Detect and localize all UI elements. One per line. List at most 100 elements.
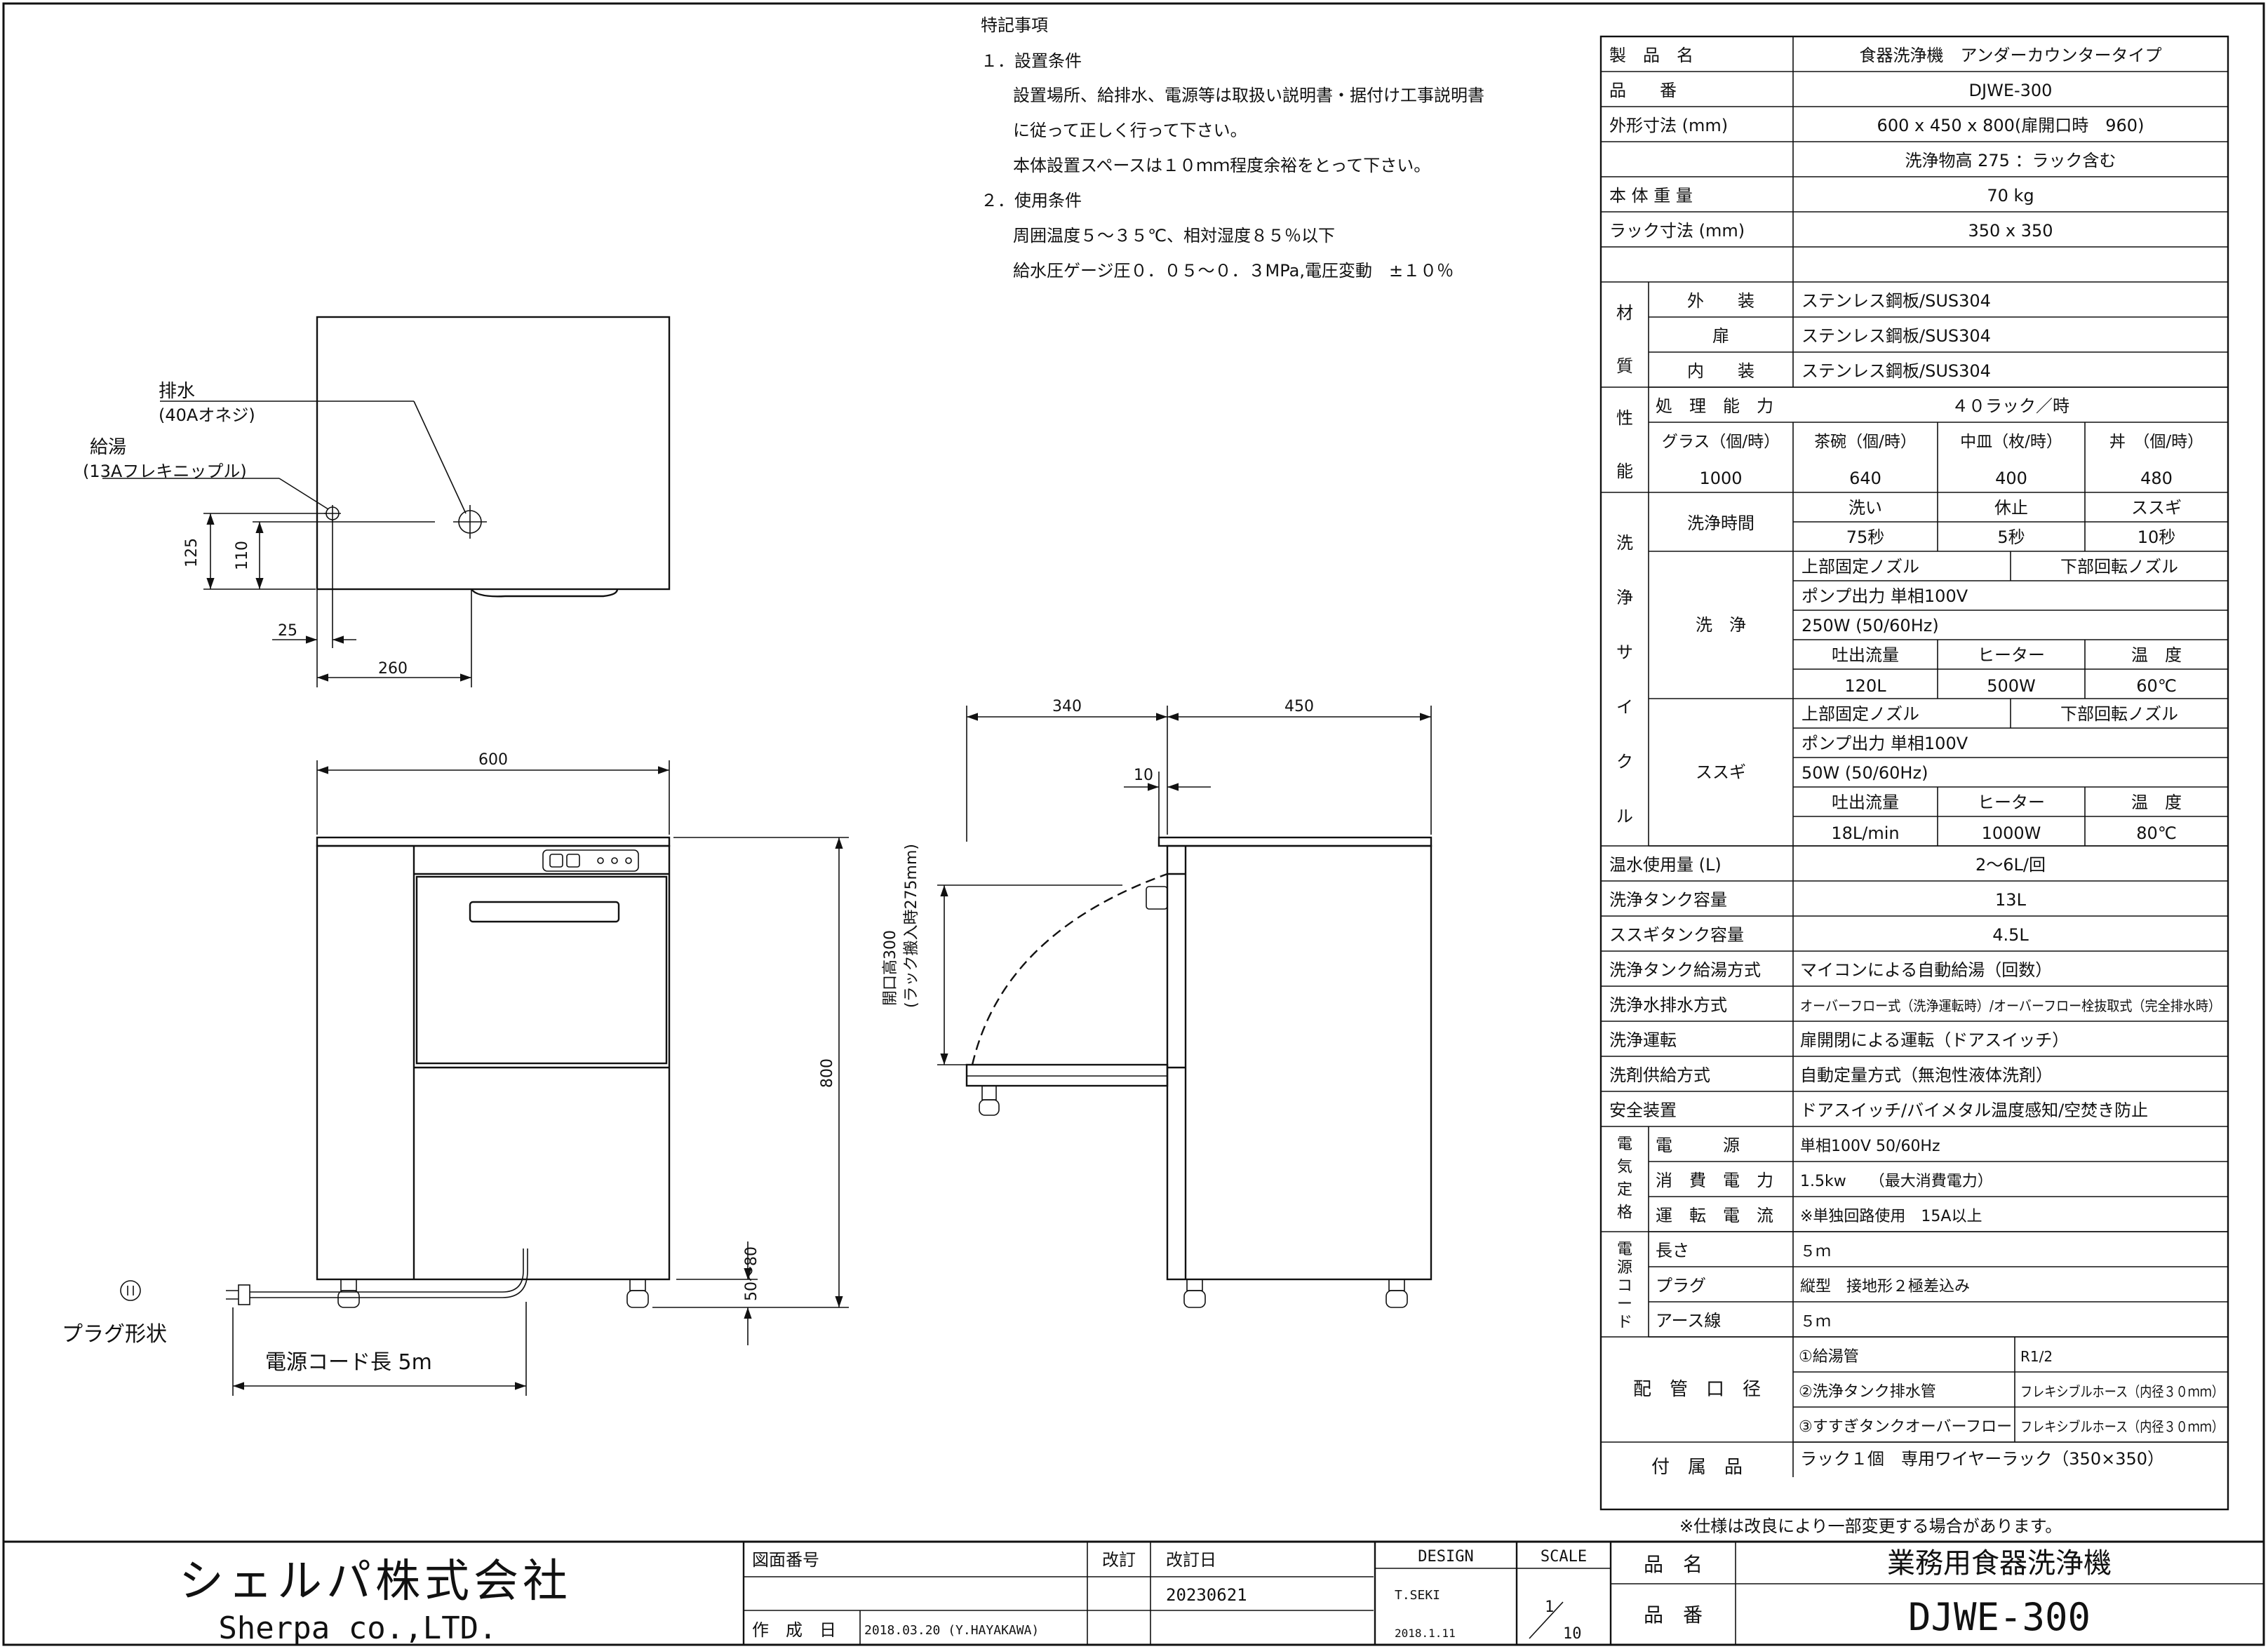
spec-value: ５ｍ: [1800, 1243, 1831, 1260]
group-label: 電: [1617, 1136, 1632, 1153]
cycle-value: 1000W: [1982, 823, 2041, 843]
notes-line: 本体設置スペースは１０ｍｍ程度余裕をとって下さい。: [1013, 156, 1430, 175]
cycle-time-label: 洗浄時間: [1687, 513, 1754, 533]
material-value: ステンレス鋼板/SUS304: [1801, 326, 1991, 346]
piping-name: ①給湯管: [1799, 1348, 1859, 1366]
supply-label: 給湯: [90, 437, 126, 458]
cycle-time-value: 10秒: [2138, 527, 2176, 547]
cycle-value: 18L/min: [1831, 823, 1899, 843]
cycle-block-label: 洗 浄: [1696, 615, 1746, 635]
side-view: 340 450 10 開口高300 (ラック搬入時275mm): [882, 698, 1432, 1308]
spec-value: 単相100V 50/60Hz: [1800, 1138, 1940, 1155]
dim-110: 110: [234, 541, 251, 570]
accessory-label: 付 属 品: [1651, 1457, 1743, 1478]
piping-value: フレキシブルホース（内径３０ｍｍ）: [2020, 1383, 2224, 1400]
drain-spec: (40Aオネジ): [159, 405, 255, 425]
cycle-header: 吐出流量: [1832, 793, 1899, 812]
control-panel: [542, 849, 639, 872]
product-name-label: 品 名: [1644, 1553, 1703, 1576]
product-code-label: 品 番: [1644, 1603, 1703, 1627]
spec-label: 長さ: [1656, 1241, 1689, 1260]
spec-value: 洗浄物高 275 ：ラック含む: [1905, 151, 2116, 170]
notes-line: 給水圧ゲージ圧０．０５～０．３MPa,電圧変動 ±１０％: [1013, 261, 1454, 281]
cycle-header: ヒーター: [1978, 645, 2045, 665]
pump-label: ポンプ出力 単相100V: [1801, 734, 1968, 753]
material-label: 扉: [1712, 326, 1729, 346]
cycle-time-header: 洗い: [1848, 498, 1882, 518]
performance-value: 640: [1849, 469, 1881, 488]
scale-denominator: 10: [1563, 1625, 1582, 1643]
piping-label: 配 管 口 径: [1633, 1379, 1761, 1400]
spec-label: 洗浄水排水方式: [1609, 995, 1727, 1015]
spec-value: マイコンによる自動給湯（回数）: [1800, 960, 2052, 980]
nozzle-top: 上部固定ノズル: [1801, 704, 1919, 724]
spec-label: 洗浄運転: [1609, 1030, 1677, 1050]
group-label: ル: [1616, 807, 1633, 826]
spec-label: 洗浄タンク容量: [1609, 890, 1727, 910]
dim-width-600: 600: [478, 751, 508, 769]
indicator-icon: [597, 857, 604, 864]
pump-power: 250W (50/60Hz): [1801, 616, 1939, 635]
design-date: 2018.1.11: [1395, 1627, 1456, 1640]
spec-value: ５ｍ: [1800, 1313, 1831, 1331]
dim-125: 125: [183, 538, 201, 567]
dim-height-800: 800: [819, 1058, 836, 1088]
spec-value: 食器洗浄機 アンダーカウンタータイプ: [1859, 46, 2161, 65]
spec-label: 外形寸法 (mm): [1609, 116, 1728, 135]
spec-label: 電 源: [1656, 1136, 1740, 1155]
spec-value: DJWE-300: [1969, 81, 2053, 100]
open-door: [965, 1063, 1169, 1087]
nozzle-bottom: 下部回転ノズル: [2060, 704, 2178, 724]
group-label: 電: [1617, 1241, 1632, 1258]
group-label: 洗: [1616, 533, 1633, 553]
spec-label: 品 番: [1609, 81, 1677, 100]
dim-feet: 50～80: [743, 1246, 760, 1301]
hinge-block: [1146, 886, 1168, 910]
material-value: ステンレス鋼板/SUS304: [1801, 291, 1991, 311]
group-label: 材: [1616, 303, 1633, 323]
piping-name: ②洗浄タンク排水管: [1799, 1383, 1936, 1401]
capacity-label: 処 理 能 力: [1656, 396, 1773, 416]
opening-height: 開口高300: [882, 930, 899, 1006]
performance-header: 丼 （個/時）: [2109, 433, 2203, 451]
notes-line: １．設置条件: [981, 51, 1082, 71]
spec-value: 600 x 450 x 800(扉開口時 960): [1877, 116, 2145, 135]
spec-value: 縦型 接地形２極差込み: [1800, 1278, 1970, 1295]
drain-label: 排水: [159, 381, 195, 402]
product-name: 業務用食器洗浄機: [1887, 1547, 2112, 1580]
plug-shape-icon: [120, 1280, 141, 1301]
door-swing-arc: [971, 873, 1168, 1065]
nozzle-top: 上部固定ノズル: [1801, 557, 1919, 577]
created-value: 2018.03.20 (Y.HAYAKAWA): [864, 1623, 1039, 1638]
spec-label: 洗剤供給方式: [1609, 1065, 1710, 1085]
group-label: 能: [1616, 462, 1633, 481]
nozzle-bottom: 下部回転ノズル: [2060, 557, 2178, 577]
spec-value: 自動定量方式（無泡性液体洗剤）: [1800, 1065, 2053, 1085]
front-view: 600 電源コード長 5m: [62, 751, 849, 1396]
spec-label: 洗浄タンク給湯方式: [1609, 960, 1761, 980]
spec-value: ※単独回路使用 15A以上: [1800, 1208, 1982, 1225]
group-label: ー: [1617, 1295, 1632, 1313]
revision-date-label: 改訂日: [1166, 1550, 1216, 1570]
notes-line: ２．使用条件: [981, 191, 1082, 210]
spec-value: 350 x 350: [1968, 221, 2053, 241]
group-label: サ: [1616, 642, 1633, 662]
company-name-en: Sherpa co.,LTD.: [218, 1610, 497, 1646]
spec-label: プラグ: [1656, 1276, 1706, 1295]
spec-value: 扉開閉による運転（ドアスイッチ）: [1800, 1030, 2069, 1050]
cord-length-label: 電源コード長 5m: [265, 1350, 432, 1375]
spec-value: オーバーフロー式（洗浄運転時）/オーバーフロー栓抜取式（完全排水時）: [1800, 997, 2221, 1014]
spec-value: ドアスイッチ/バイメタル温度感知/空焚き防止: [1800, 1101, 2148, 1120]
cycle-header: ヒーター: [1978, 793, 2045, 812]
group-label: 浄: [1616, 588, 1633, 607]
spec-value: 13L: [1995, 890, 2027, 910]
plug-shape-label: プラグ形状: [62, 1322, 167, 1347]
cycle-header: 温 度: [2131, 645, 2182, 665]
capacity-value: ４０ラック／時: [1952, 396, 2069, 416]
dim-340: 340: [1052, 698, 1082, 715]
notes-line: に従って正しく行って下さい。: [1013, 121, 1247, 140]
indicator-icon: [625, 857, 632, 864]
